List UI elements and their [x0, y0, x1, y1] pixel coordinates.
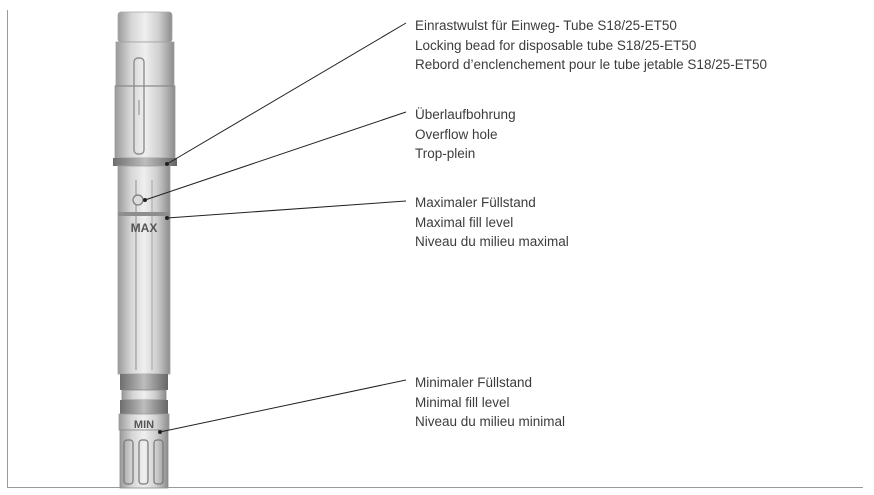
callout-overflow-hole: Überlaufbohrung Overflow hole Trop-plein — [415, 105, 516, 164]
max-label: MAX — [131, 221, 158, 235]
callout-locking-bead: Einrastwulst für Einweg- Tube S18/25-ET5… — [415, 16, 767, 75]
callout-line: Trop-plein — [415, 146, 476, 161]
callout-line: Rebord d’enclenchement pour le tube jeta… — [415, 57, 767, 72]
callout-line: Locking bead for disposable tube S18/25-… — [415, 37, 697, 53]
leader-dot-locking-bead — [165, 162, 169, 166]
probe-tip — [119, 429, 169, 489]
callout-max-fill-level: Maximaler Füllstand Maximal fill level N… — [415, 193, 569, 252]
locking-bead-ring — [113, 158, 177, 166]
leader-line-max-fill — [166, 200, 407, 219]
callout-line: Maximaler Füllstand — [415, 195, 536, 210]
callout-line: Niveau du milieu minimal — [415, 414, 566, 429]
callout-line: Einrastwulst für Einweg- Tube S18/25-ET5… — [415, 18, 677, 33]
leader-line-locking-bead — [166, 22, 407, 165]
overflow-hole-mark — [132, 194, 144, 206]
callout-line: Overflow hole — [415, 126, 498, 142]
callout-line: Überlaufbohrung — [415, 107, 516, 122]
probe-lower-collar — [118, 374, 170, 431]
leader-dot-overflow-hole — [143, 198, 147, 202]
min-label: MIN — [134, 419, 154, 431]
probe-cap — [114, 11, 176, 159]
probe-shaft — [117, 165, 171, 375]
leader-dot-min-fill — [158, 430, 162, 434]
figure-frame — [7, 10, 863, 488]
callout-line: Minimal fill level — [415, 394, 510, 410]
callout-line: Minimaler Füllstand — [415, 375, 533, 390]
callout-line: Maximal fill level — [415, 214, 514, 230]
leader-line-min-fill — [159, 379, 407, 433]
leader-line-overflow-hole — [144, 111, 407, 201]
callout-min-fill-level: Minimaler Füllstand Minimal fill level N… — [415, 373, 565, 432]
callout-line: Niveau du milieu maximal — [415, 234, 569, 249]
leader-dot-max-fill — [165, 216, 169, 220]
